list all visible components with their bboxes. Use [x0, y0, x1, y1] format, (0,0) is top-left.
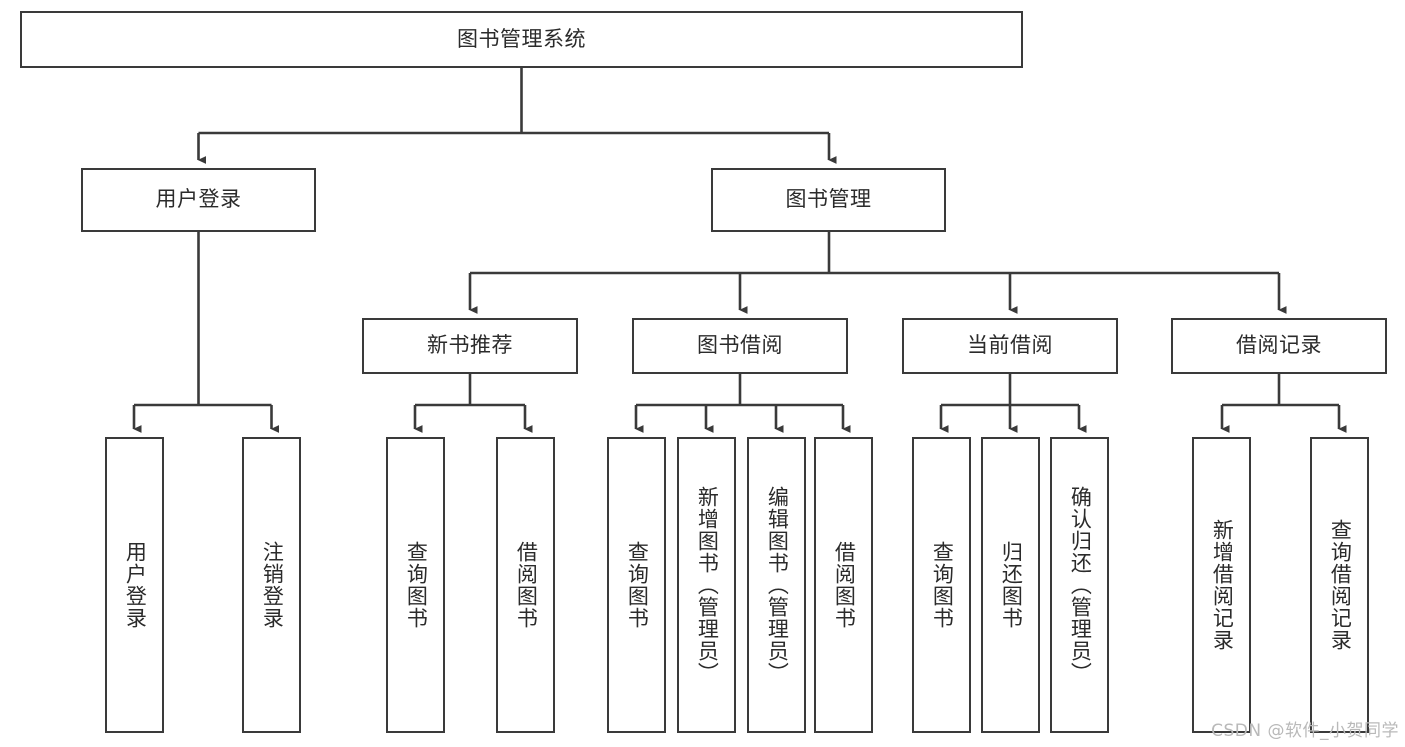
leaf-current-query-book[interactable]: 查询图书 — [912, 437, 971, 733]
leaf-borrow-query-book[interactable]: 查询图书 — [607, 437, 666, 733]
watermark-text: CSDN @软件_小贺同学 — [1211, 721, 1399, 741]
node-label: 确认归还（管理员） — [1068, 486, 1093, 684]
node-label: 查询图书 — [930, 541, 955, 629]
node-book-borrow[interactable]: 图书借阅 — [632, 318, 848, 374]
leaf-borrow-add-book-admin[interactable]: 新增图书（管理员） — [677, 437, 736, 733]
node-label: 用户登录 — [123, 541, 148, 629]
node-label: 查询图书 — [625, 541, 650, 629]
leaf-user-login-login[interactable]: 用户登录 — [105, 437, 164, 733]
leaf-record-query-record[interactable]: 查询借阅记录 — [1310, 437, 1369, 733]
node-label: 当前借阅 — [967, 333, 1053, 358]
leaf-user-login-logout[interactable]: 注销登录 — [242, 437, 301, 733]
node-root-book-management-system[interactable]: 图书管理系统 — [20, 11, 1023, 68]
node-label: 借阅记录 — [1236, 333, 1322, 358]
node-label: 图书借阅 — [697, 333, 783, 358]
node-label: 图书管理系统 — [457, 26, 586, 51]
leaf-borrow-borrow-book[interactable]: 借阅图书 — [814, 437, 873, 733]
node-label: 新增图书（管理员） — [695, 486, 720, 684]
node-new-book-recommend[interactable]: 新书推荐 — [362, 318, 578, 374]
node-label: 用户登录 — [155, 187, 242, 212]
node-user-login[interactable]: 用户登录 — [81, 168, 316, 232]
node-label: 查询借阅记录 — [1328, 519, 1353, 651]
node-borrow-record[interactable]: 借阅记录 — [1171, 318, 1387, 374]
node-label: 归还图书 — [999, 541, 1024, 629]
node-label: 新书推荐 — [427, 333, 513, 358]
node-label: 注销登录 — [260, 541, 285, 629]
node-label: 借阅图书 — [514, 541, 539, 629]
leaf-record-add-record[interactable]: 新增借阅记录 — [1192, 437, 1251, 733]
leaf-recommend-query-book[interactable]: 查询图书 — [386, 437, 445, 733]
node-label: 查询图书 — [404, 541, 429, 629]
node-label: 新增借阅记录 — [1210, 519, 1235, 651]
leaf-recommend-borrow-book[interactable]: 借阅图书 — [496, 437, 555, 733]
leaf-current-confirm-return-admin[interactable]: 确认归还（管理员） — [1050, 437, 1109, 733]
leaf-current-return-book[interactable]: 归还图书 — [981, 437, 1040, 733]
leaf-borrow-edit-book-admin[interactable]: 编辑图书（管理员） — [747, 437, 806, 733]
node-label: 图书管理 — [785, 187, 872, 212]
node-book-management[interactable]: 图书管理 — [711, 168, 946, 232]
node-label: 借阅图书 — [832, 541, 857, 629]
node-label: 编辑图书（管理员） — [765, 486, 790, 684]
node-current-borrow[interactable]: 当前借阅 — [902, 318, 1118, 374]
